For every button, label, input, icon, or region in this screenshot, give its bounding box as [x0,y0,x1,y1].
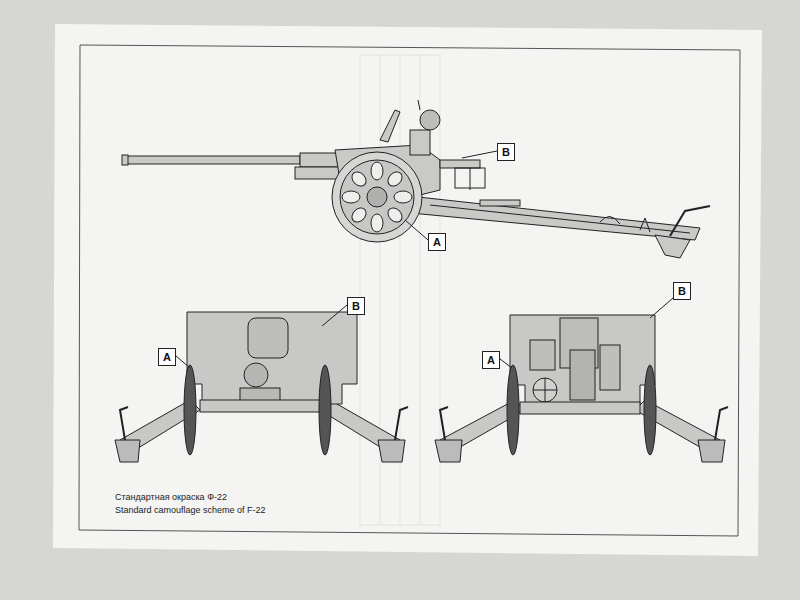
caption-text: Standard camouflage scheme of F-22 [115,505,266,516]
callout-box: A [428,233,446,251]
callout-box: A [482,351,500,369]
callout-letter: A [429,236,445,249]
rear-view [435,315,728,462]
callout-letter: B [348,300,364,313]
callout-letter: B [498,146,514,159]
paper-sheet [53,24,762,556]
bleed-through [360,55,440,525]
callout-letter: A [483,354,499,367]
caption-text: Стандартная окраска Ф-22 [115,492,227,503]
side-view [122,100,710,258]
leader-line [176,151,673,368]
callout-box: A [158,348,176,366]
callout-box: B [347,297,365,315]
front-view [115,312,408,462]
page-frame [79,45,740,536]
callout-box: B [497,143,515,161]
callout-letter: B [674,285,690,298]
callout-box: B [673,282,691,300]
callout-letter: A [159,351,175,364]
